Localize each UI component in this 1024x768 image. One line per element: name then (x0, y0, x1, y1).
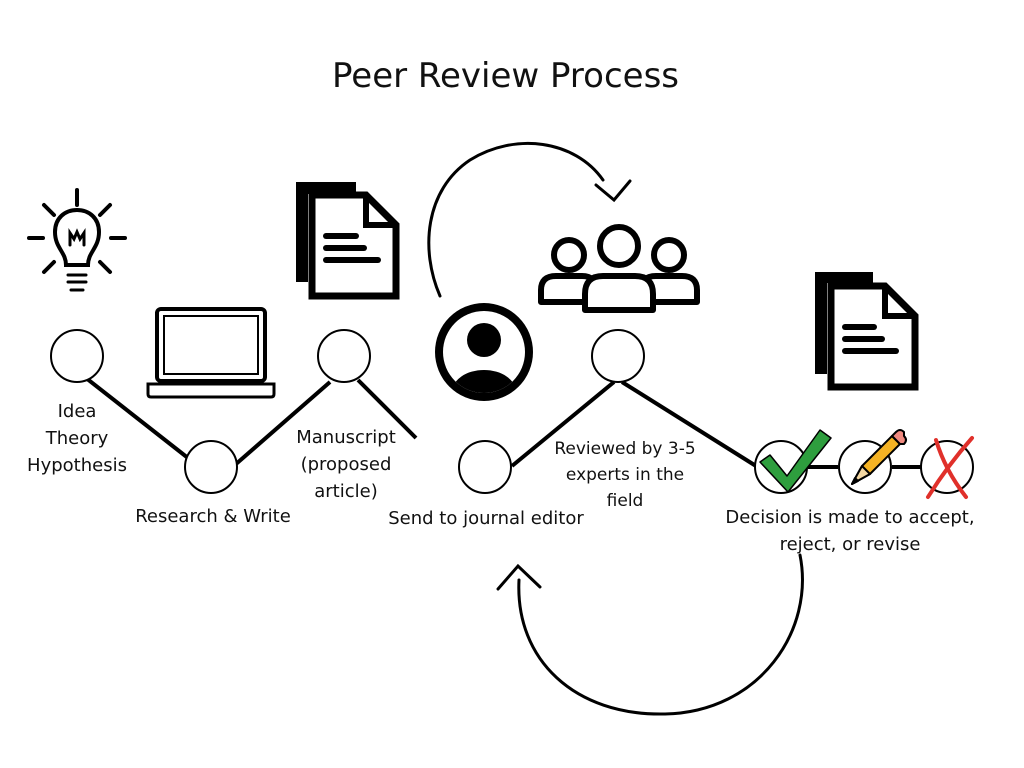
connector-idea-research (84, 376, 190, 460)
label-decision: Decision is made to accept, reject, or r… (725, 507, 975, 555)
node-manuscript (317, 329, 371, 383)
check-icon (759, 429, 832, 493)
label-manuscript: Manuscript (proposed article) (296, 427, 396, 502)
connector-research-manuscript (234, 380, 332, 466)
node-research (184, 440, 238, 494)
x-icon (926, 436, 974, 499)
connector-manuscript-out (356, 378, 418, 440)
node-review (591, 329, 645, 383)
label-research: Research & Write (135, 506, 291, 527)
page-title: Peer Review Process (331, 56, 679, 96)
cycle-arrow-bottom (496, 553, 804, 716)
label-idea: Idea Theory Hypothesis (27, 401, 127, 476)
timeline-connectors (84, 376, 922, 469)
label-editor: Send to journal editor (388, 508, 584, 529)
cycle-arrow-top (427, 141, 632, 298)
group-icon (538, 224, 700, 313)
pencil-icon (851, 429, 907, 485)
documents-icon (296, 182, 400, 300)
laptop-icon (146, 307, 276, 399)
node-idea (50, 329, 104, 383)
documents-result-icon (815, 272, 919, 391)
node-editor (458, 440, 512, 494)
person-icon (435, 303, 533, 401)
connector-review-decision (620, 380, 758, 468)
connector-editor-review (510, 380, 616, 468)
label-review: Reviewed by 3-5 experts in the field (554, 439, 696, 511)
lightbulb-icon (27, 188, 127, 292)
